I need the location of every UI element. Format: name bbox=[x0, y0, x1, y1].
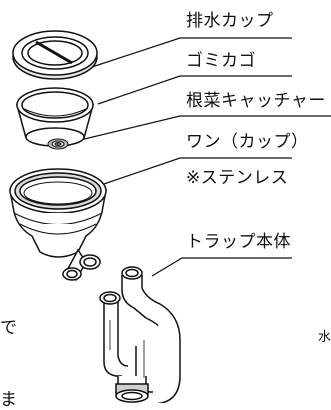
label-trap-body: トラップ本体 bbox=[186, 232, 291, 252]
label-root-catcher: 根菜キャッチャー bbox=[186, 91, 326, 111]
label-stainless-note: ※ステンレス bbox=[186, 168, 289, 188]
cropped-text-left-1: で bbox=[0, 318, 17, 338]
leader-lines bbox=[71, 37, 331, 277]
cropped-text-left-2: ま bbox=[0, 390, 17, 410]
leader-drain-cap bbox=[91, 37, 292, 68]
leader-bowl bbox=[97, 157, 292, 187]
cropped-text-right: 水 bbox=[318, 330, 331, 345]
label-drain-cap: 排水カップ bbox=[186, 11, 274, 31]
leader-trap-body bbox=[151, 257, 292, 277]
trap-body-part bbox=[99, 266, 181, 403]
leader-root-catcher bbox=[71, 115, 331, 143]
label-trash-basket: ゴミカゴ bbox=[186, 51, 256, 71]
label-bowl: ワン（カップ） bbox=[186, 132, 309, 152]
leader-trash-basket bbox=[97, 75, 292, 105]
bowl-part bbox=[9, 168, 107, 281]
trash-basket-part bbox=[16, 87, 94, 147]
drain-cap-part bbox=[12, 30, 98, 80]
root-catcher-part bbox=[47, 138, 69, 150]
